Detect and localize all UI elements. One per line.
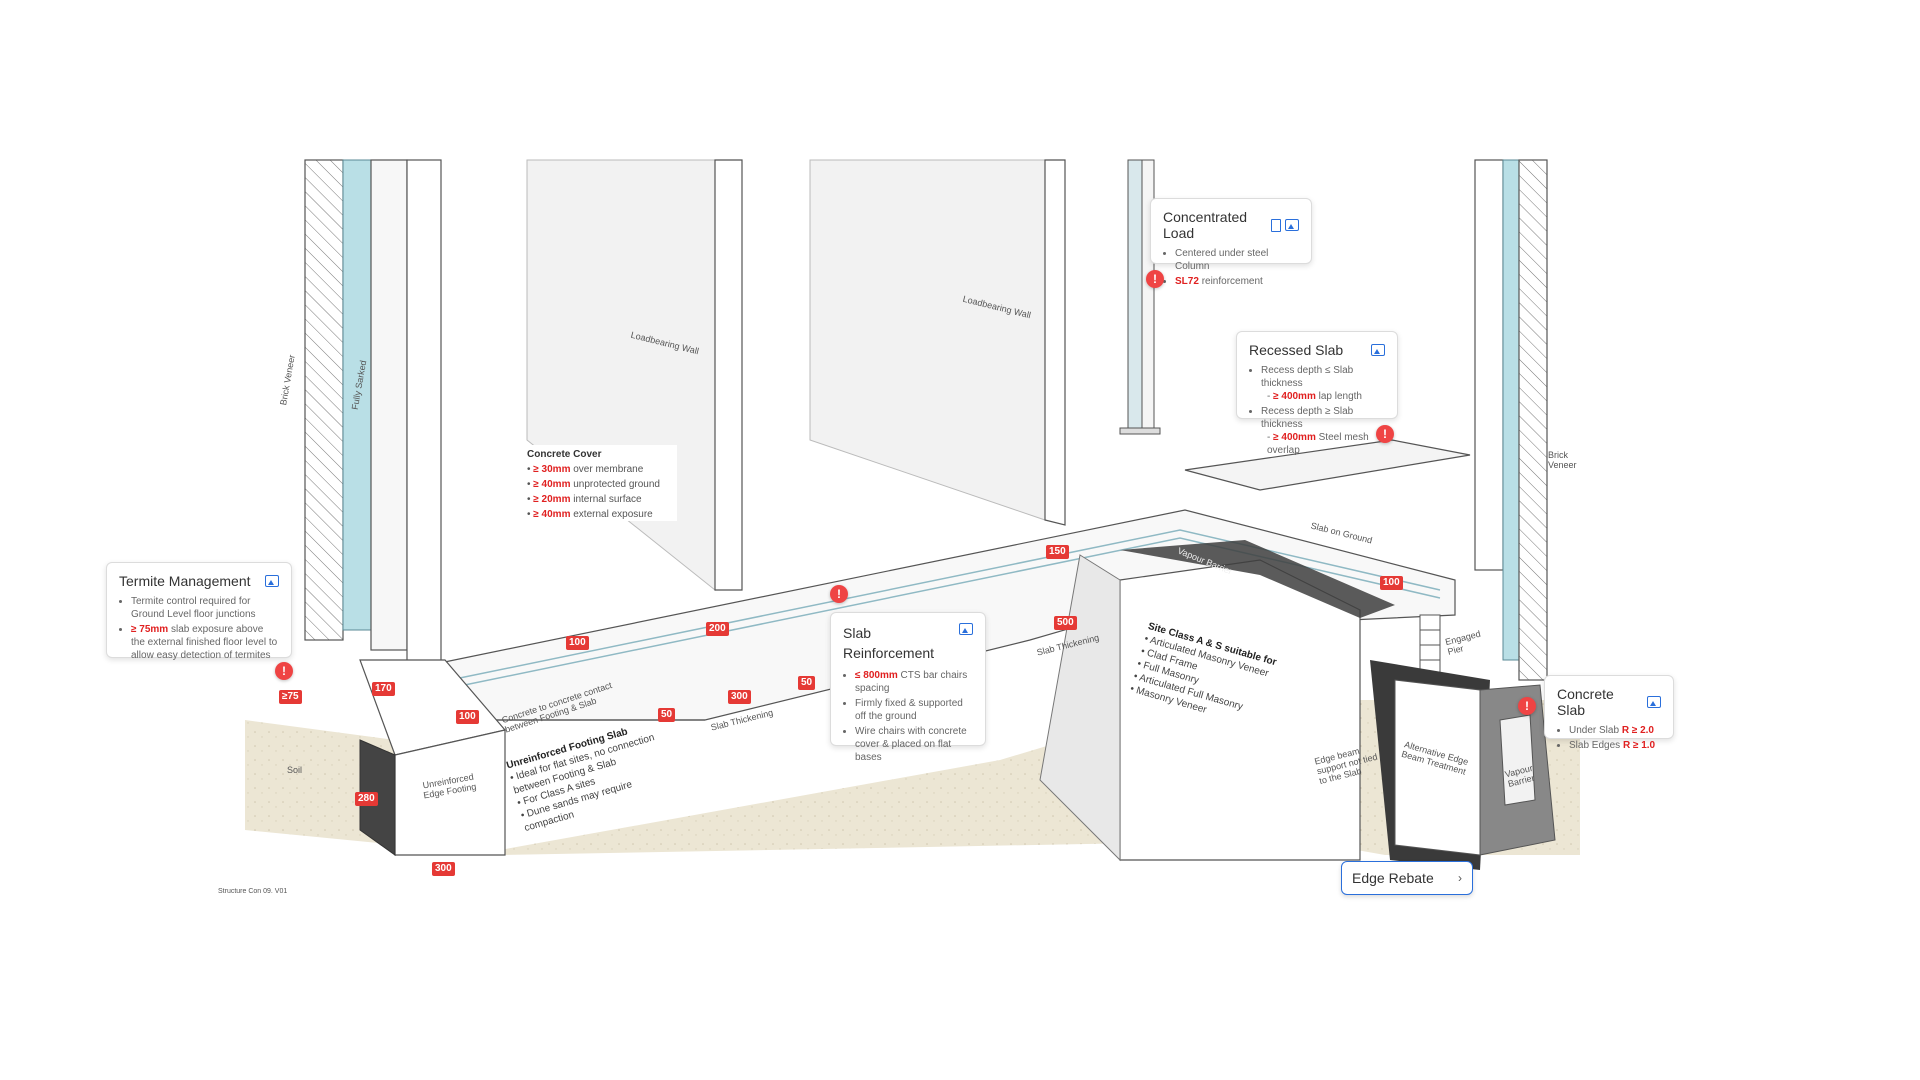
dimension-280: 280 [355,792,378,806]
concrete-slab-alert-icon[interactable]: ! [1518,697,1536,715]
concrete-cover-item: • ≥ 20mm internal surface [527,494,642,505]
concrete-cover-item: • ≥ 40mm external exposure [527,509,653,520]
recessed-slab-alert-icon[interactable]: ! [1376,425,1394,443]
recessed-slab-recess [1184,439,1471,491]
card-bullet: Slab Edges R ≥ 1.0 [1569,739,1661,752]
dimension-300-footing: 300 [432,862,455,876]
brick-veneer-right-label: Brick Veneer [1548,450,1577,470]
dimension-200: 200 [706,622,729,636]
termite-management-card[interactable]: Termite Management Termite control requi… [106,562,292,661]
left-wall [304,159,442,681]
image-icon[interactable] [1285,219,1299,231]
right-wall [1474,159,1548,681]
dimension-75: ≥75 [279,690,302,704]
recessed-slab-card[interactable]: Recessed Slab Recess depth ≤ Slab thickn… [1236,331,1398,456]
soil-label: Soil [287,765,303,775]
card-bullet: Centered under steel Column [1175,247,1299,273]
dimension-100-mid: 100 [566,636,589,650]
drawing-reference: Structure Con 09. V01 [218,888,288,895]
card-bullet: ≤ 800mm CTS bar chairs spacing [855,669,973,695]
chevron-right-icon: › [1458,871,1462,885]
dimension-500: 500 [1054,616,1077,630]
concrete-cover-title: Concrete Cover [527,449,602,460]
image-icon[interactable] [1371,344,1385,356]
card-title: Recessed Slab [1249,342,1344,358]
card-title: Slab Reinforcement [843,625,935,661]
card-bullet: Under Slab R ≥ 2.0 [1569,724,1661,737]
concentrated-load-card[interactable]: Concentrated Load Centered under steel C… [1150,198,1312,287]
card-bullet: Recess depth ≥ Slab thickness- ≥ 400mm S… [1261,405,1385,457]
card-bullet: Recess depth ≤ Slab thickness- ≥ 400mm l… [1261,364,1385,403]
slab-reinforcement-card[interactable]: Slab Reinforcement ≤ 800mm CTS bar chair… [830,612,986,763]
slab-reinforcement-alert-icon[interactable]: ! [830,585,848,603]
dimension-50-a: 50 [658,708,676,722]
card-bullet: SL72 reinforcement [1175,275,1299,288]
dimension-300-mid: 300 [728,690,751,704]
card-bullet: ≥ 75mm slab exposure above the external … [131,623,279,662]
concentrated-load-alert-icon[interactable]: ! [1146,270,1164,288]
dimension-170: 170 [372,682,395,696]
concrete-cover-item: • ≥ 30mm over membrane [527,464,644,475]
image-icon[interactable] [265,575,279,587]
image-icon[interactable] [959,623,973,635]
card-bullet: Firmly fixed & supported off the ground [855,697,973,723]
concrete-slab-card[interactable]: Concrete Slab Under Slab R ≥ 2.0 Slab Ed… [1544,675,1674,751]
dimension-100-left: 100 [456,710,479,724]
edge-rebate-button[interactable]: Edge Rebate › [1341,861,1473,895]
concrete-cover-note: Concrete Cover • ≥ 30mm over membrane • … [523,445,677,521]
card-title: Concentrated Load [1163,209,1248,241]
dimension-100-right: 100 [1380,576,1403,590]
alternative-edge-beam [1370,660,1556,870]
dimension-50-b: 50 [798,676,816,690]
card-title: Concrete Slab [1557,686,1614,718]
dimension-150: 150 [1046,545,1069,559]
concrete-cover-item: • ≥ 40mm unprotected ground [527,479,660,490]
loadbearing-wall-1 [526,159,743,592]
document-icon[interactable] [1271,218,1281,232]
termite-alert-icon[interactable]: ! [275,662,293,680]
card-title: Termite Management [119,573,251,589]
edge-rebate-label: Edge Rebate [1352,870,1434,886]
slab-thickening-block [1039,540,1395,862]
card-bullet: Termite control required for Ground Leve… [131,595,279,621]
image-icon[interactable] [1647,696,1661,708]
loadbearing-wall-2 [809,159,1066,526]
card-bullet: Wire chairs with concrete cover & placed… [855,725,973,764]
